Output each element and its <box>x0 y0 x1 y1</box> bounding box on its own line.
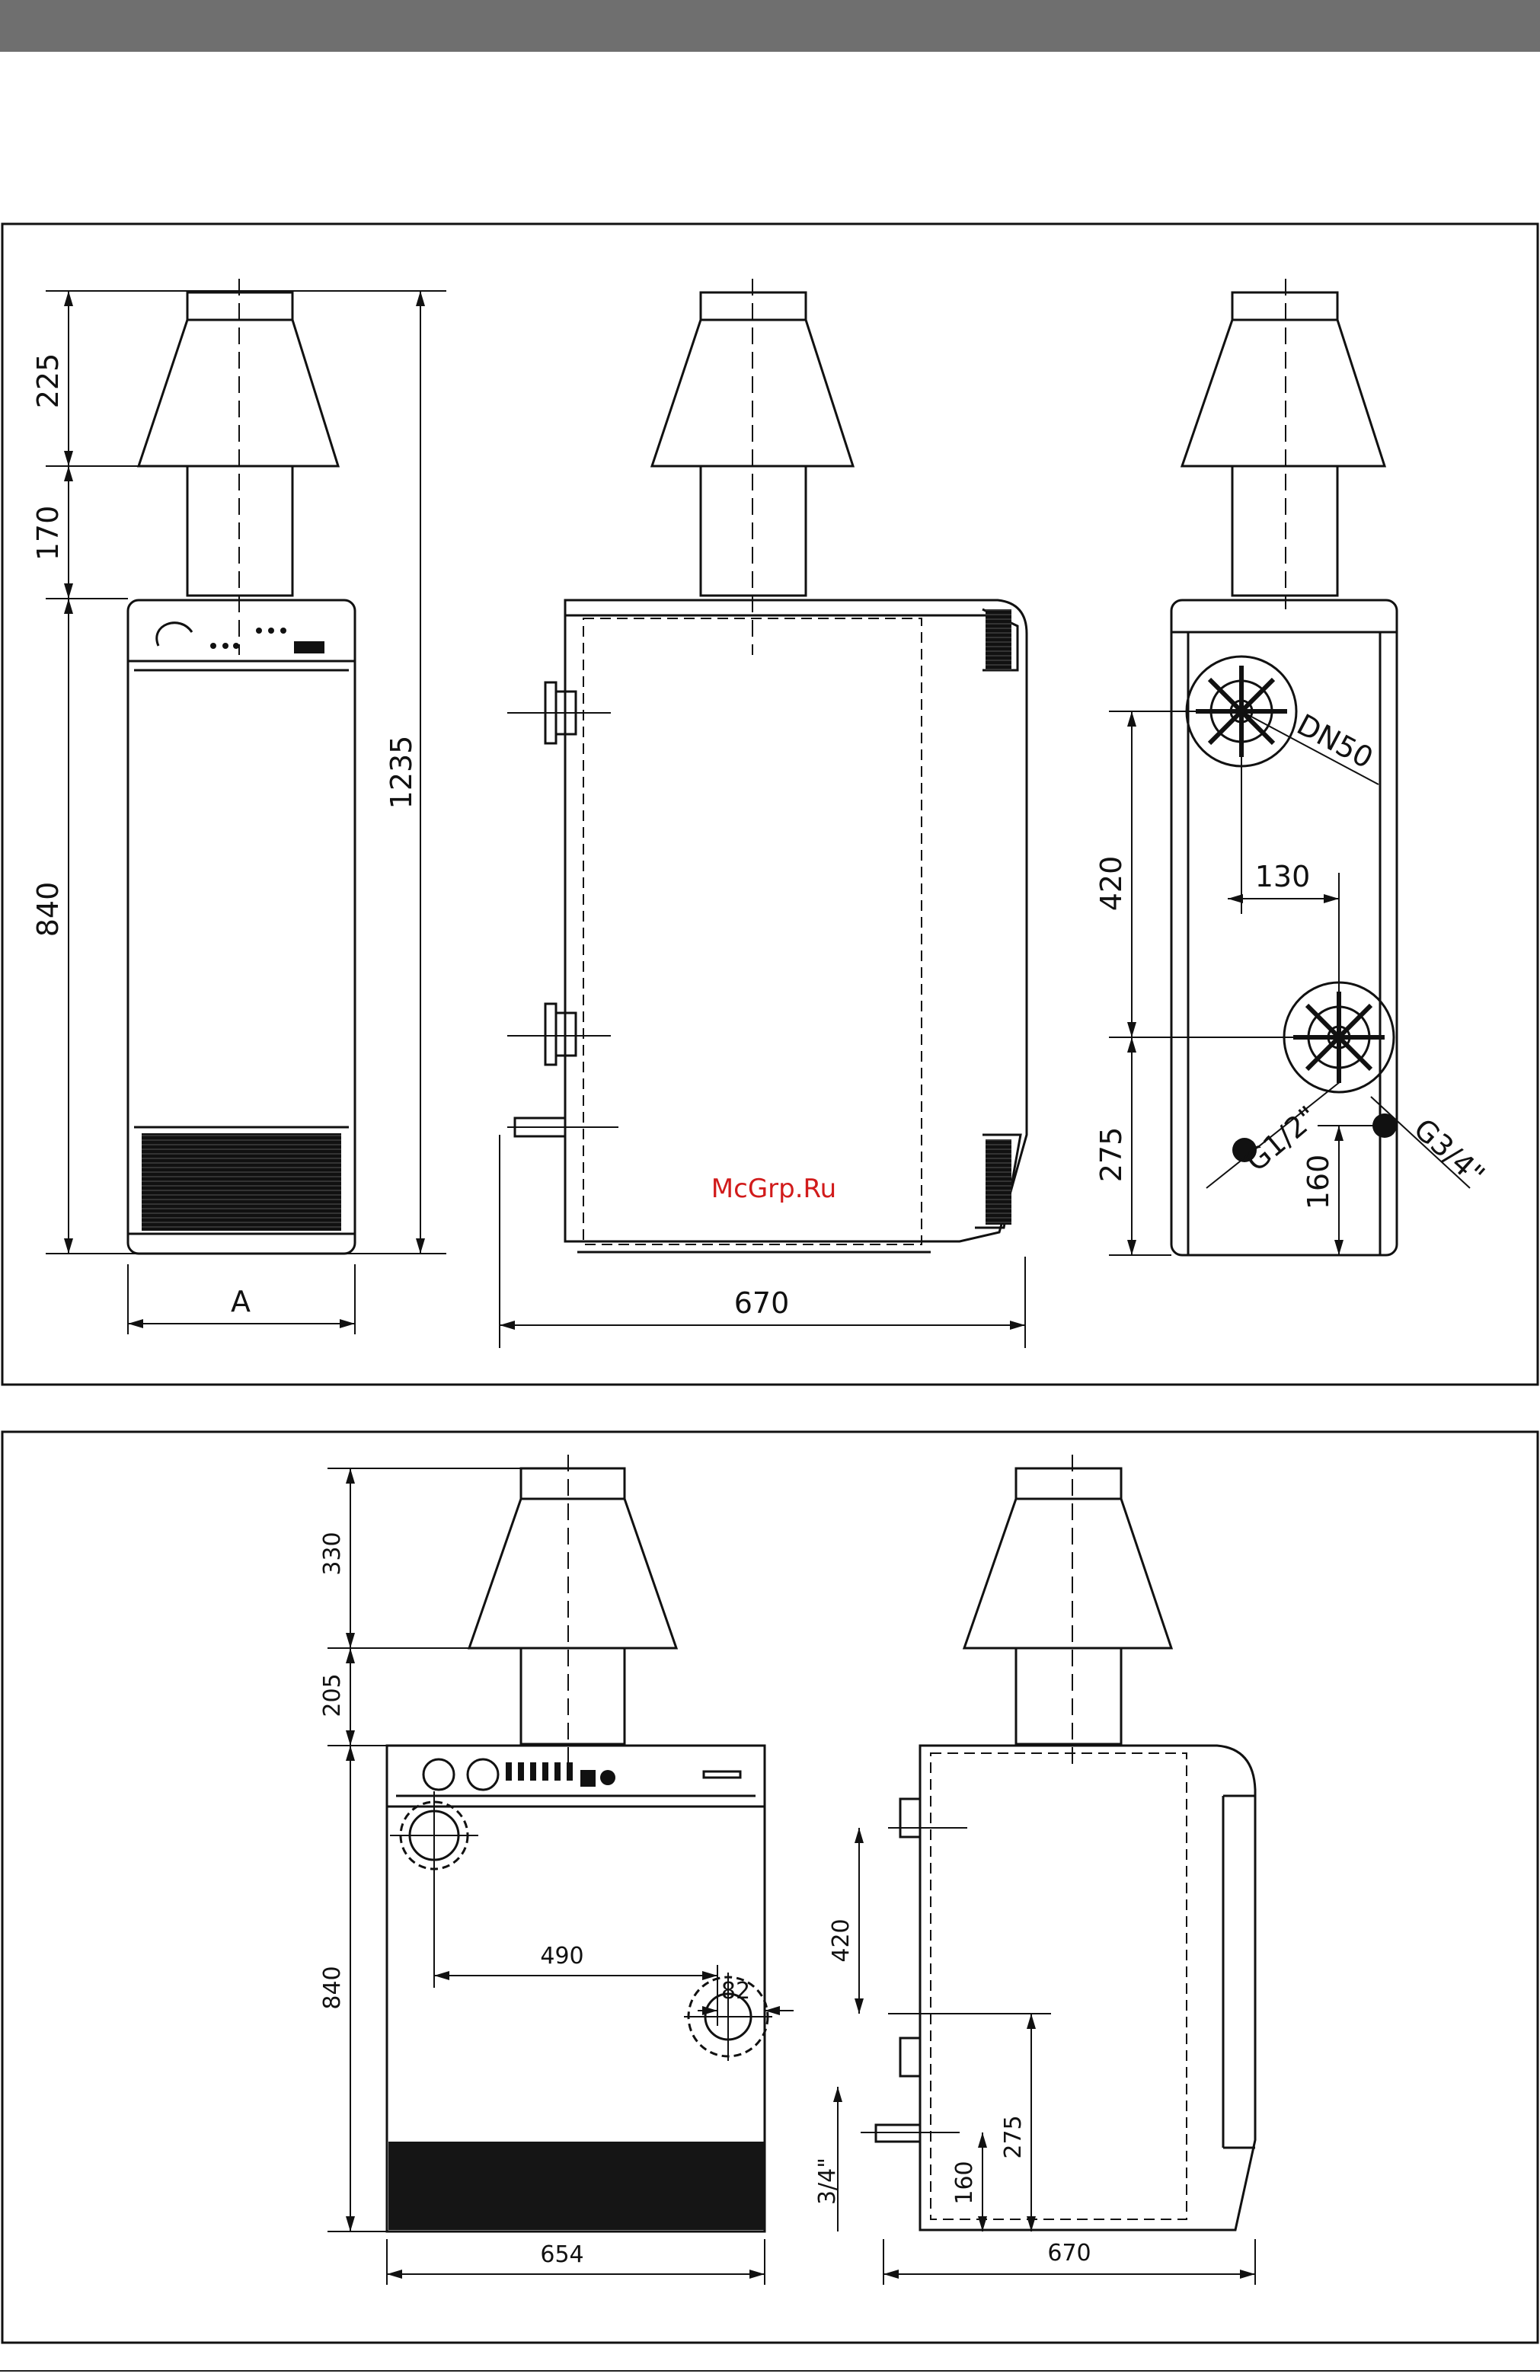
dim-160-b: 160 <box>951 2161 978 2204</box>
controls-1 <box>210 628 324 653</box>
dim-420-b: 420 <box>828 1918 855 1962</box>
dim-840: 840 <box>31 882 65 938</box>
dim-330: 330 <box>319 1532 346 1575</box>
flange-front-2 <box>390 1791 772 2061</box>
side-top-vent-1 <box>986 609 1011 670</box>
watermark: McGrp.Ru <box>711 1174 836 1204</box>
side-grille-1 <box>986 1139 1011 1225</box>
dim-170: 170 <box>31 506 65 561</box>
view-front-2 <box>387 1455 765 2231</box>
dim-420-a: 420 <box>1094 856 1128 912</box>
footer-rule <box>0 2370 1540 2372</box>
dim-225: 225 <box>31 353 65 409</box>
dim-1235: 1235 <box>385 736 418 810</box>
label-dn50: DN50 <box>1292 708 1379 775</box>
dim-160-a: 160 <box>1302 1155 1335 1210</box>
view-front-1 <box>128 279 355 1254</box>
base-2 <box>388 2142 765 2230</box>
dim-840-b: 840 <box>319 1966 346 2009</box>
dim-82: 82 <box>721 1978 750 2005</box>
dim-670-b: 670 <box>1047 2240 1091 2267</box>
dim-A: A <box>231 1285 251 1318</box>
dim-654: 654 <box>540 2241 583 2268</box>
view-side-1 <box>507 279 1027 1252</box>
panel-2-frame <box>2 1432 1538 2343</box>
dim-275-a: 275 <box>1094 1127 1128 1183</box>
dim-490: 490 <box>540 1943 583 1969</box>
dim-3-4: 3/4" <box>814 2158 841 2205</box>
label-g34: G3/4" <box>1407 1112 1491 1192</box>
dim-275-b: 275 <box>1000 2115 1027 2158</box>
dim-130: 130 <box>1255 860 1311 893</box>
controls-2 <box>506 1762 615 1787</box>
grille-1 <box>142 1133 341 1231</box>
view-side-2 <box>861 1455 1255 2230</box>
dim-205: 205 <box>319 1673 346 1717</box>
dims-view-3 <box>1109 711 1470 1255</box>
dim-670-top: 670 <box>734 1286 790 1320</box>
